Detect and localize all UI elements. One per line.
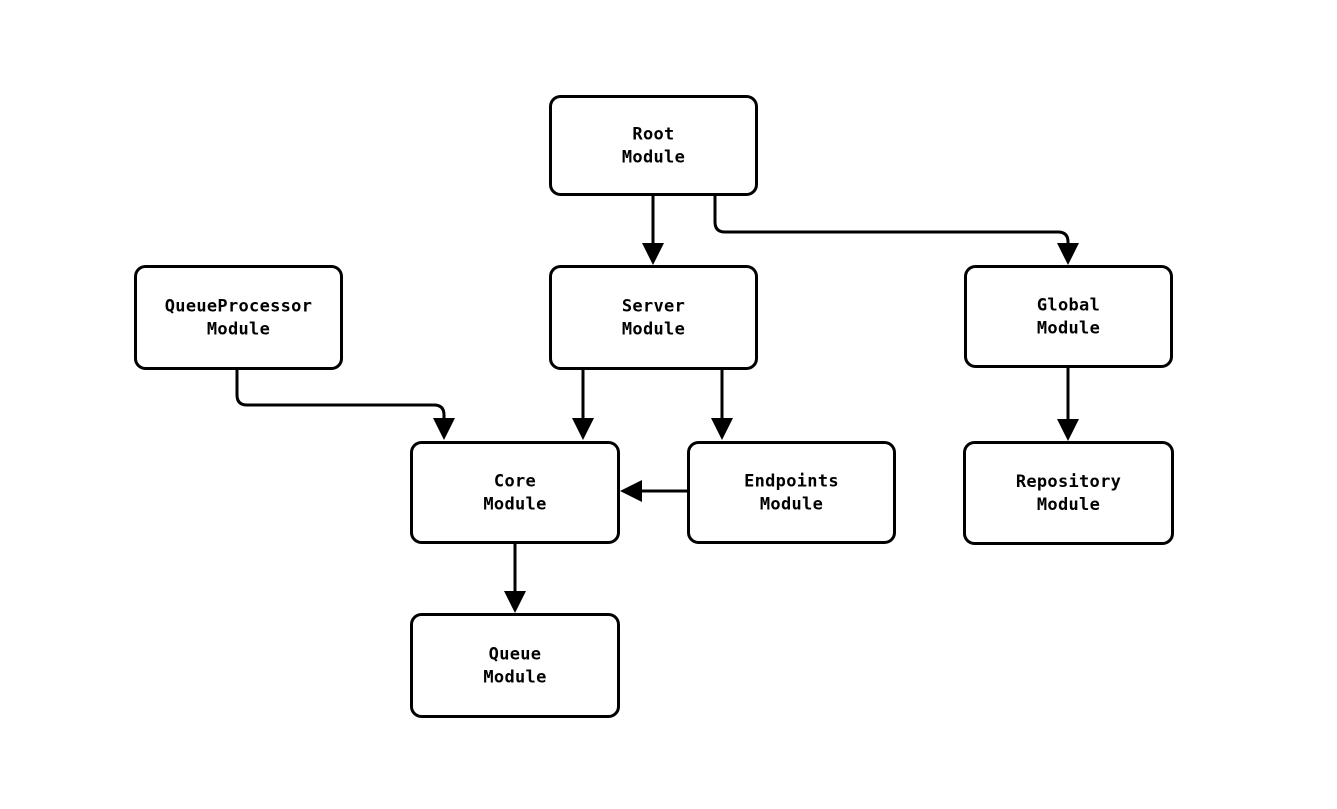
edge-server-to-core: [572, 370, 594, 440]
node-label-line2: Module: [1037, 319, 1100, 339]
node-box[interactable]: [963, 441, 1174, 545]
node-label-line1: Queue: [489, 645, 542, 665]
edge-root-to-server: [642, 196, 664, 265]
arrowhead-icon: [433, 418, 455, 440]
node-label-line1: Core: [494, 472, 536, 492]
node-label-line1: Server: [622, 297, 685, 317]
node-box[interactable]: [687, 441, 896, 544]
arrowhead-icon: [504, 591, 526, 613]
edge-queueprocessor-to-core: [235, 370, 455, 440]
edge-line: [235, 370, 446, 431]
node-label-line1: Global: [1037, 296, 1100, 316]
node-label-line1: Repository: [1016, 472, 1121, 492]
arrowhead-icon: [642, 243, 664, 265]
node-label-line1: QueueProcessor: [165, 297, 313, 317]
node-box[interactable]: [964, 265, 1173, 368]
arrowhead-icon: [1057, 243, 1079, 265]
arrowhead-icon: [572, 418, 594, 440]
arrowhead-icon: [620, 480, 642, 502]
edge-global-to-repository: [1057, 368, 1079, 441]
node-box[interactable]: [410, 441, 620, 544]
arrowhead-icon: [711, 418, 733, 440]
node-box[interactable]: [549, 265, 758, 370]
arrowhead-icon: [1057, 419, 1079, 441]
node-label-line1: Root: [632, 125, 674, 145]
edge-endpoints-to-core: [620, 480, 687, 502]
edge-core-to-queue: [504, 544, 526, 613]
node-label-line2: Module: [760, 495, 823, 515]
node-label-line2: Module: [483, 668, 546, 688]
node-label-line2: Module: [1037, 495, 1100, 515]
edge-line: [713, 196, 1070, 256]
node-label-line2: Module: [622, 320, 685, 340]
edges-layer: [235, 196, 1079, 613]
edge-root-to-global: [713, 196, 1079, 265]
node-label-line2: Module: [622, 148, 685, 168]
nodes-layer: RootModuleQueueProcessorModuleServerModu…: [134, 95, 1174, 718]
node-label-line2: Module: [483, 495, 546, 515]
node-label-line1: Endpoints: [744, 472, 839, 492]
node-box[interactable]: [549, 95, 758, 196]
node-box[interactable]: [410, 613, 620, 718]
node-label-line2: Module: [207, 320, 270, 340]
node-box[interactable]: [134, 265, 343, 370]
edge-server-to-endpoints: [711, 370, 733, 440]
